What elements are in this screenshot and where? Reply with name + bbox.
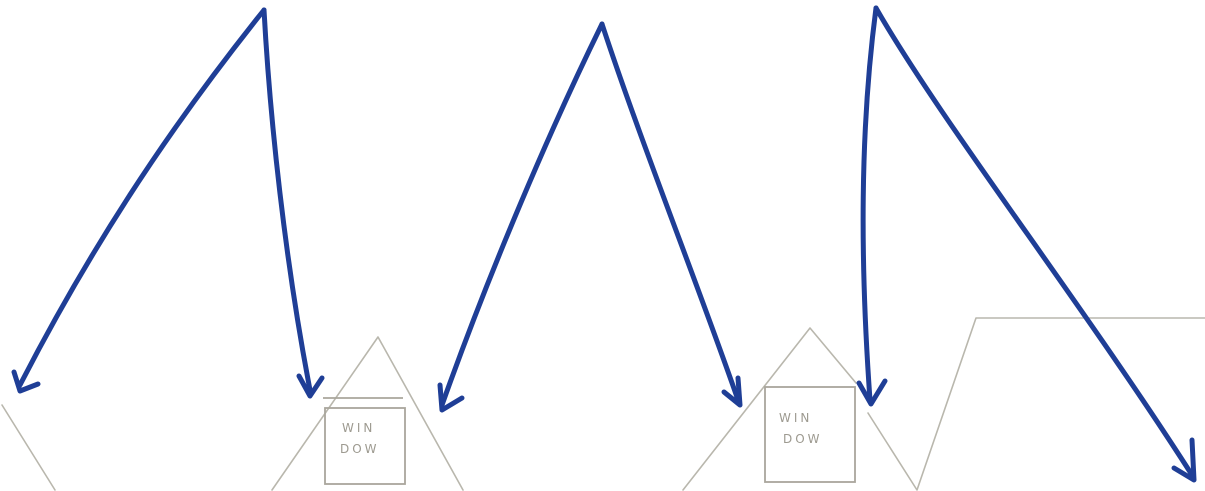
window-left-label-line2: DOW [340,442,380,456]
window-center: WIN DOW [765,387,855,482]
arrow-1-right-shaft [264,10,310,390]
window-left-label-line1: WIN [342,421,375,435]
arrow-3-left-shaft [863,8,876,400]
window-left: WIN DOW [323,398,405,484]
window-center-label-line2: DOW [783,432,823,446]
left-edge-outline [2,405,55,490]
arrow-2-left-shaft [442,24,602,405]
center-gable-outline [683,328,856,490]
arrow-3-right-shaft [876,8,1192,475]
arrow-2-right-shaft [602,24,738,400]
arrows [14,8,1194,480]
arrow-3-left-head [859,381,885,404]
zigzag-roof-outline [868,318,1205,490]
arrow-2-left-head [440,385,462,410]
arrow-1-left-shaft [20,10,264,385]
left-gable-outline [272,337,463,490]
window-center-label-line1: WIN [779,411,812,425]
building-outlines [2,318,1205,490]
